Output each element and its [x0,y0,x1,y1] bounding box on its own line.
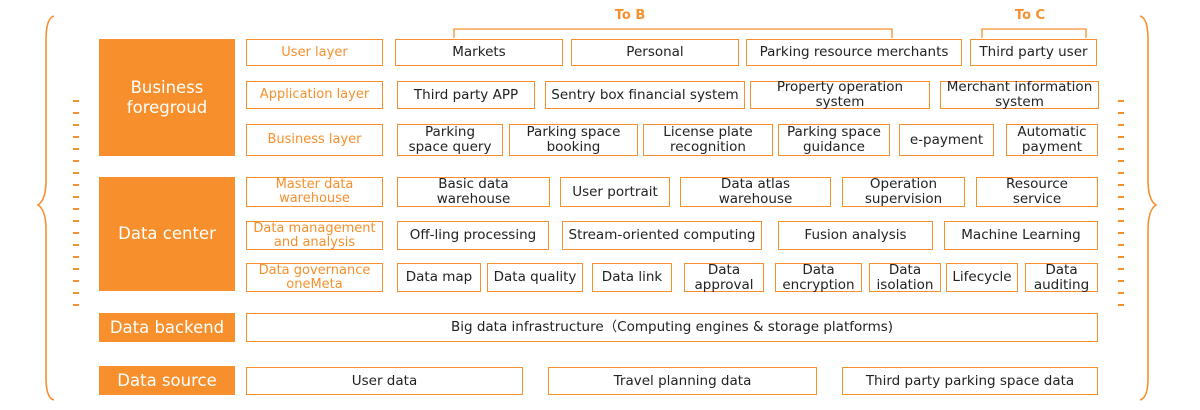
dash-marker [73,124,79,126]
item-lifecycle: Lifecycle [946,263,1018,292]
item-parking-space-guidance: Parking space guidance [778,124,890,156]
right-brace [1139,15,1158,401]
dash-marker [73,196,79,198]
dash-marker [73,136,79,138]
item-data-atlas-warehouse: Data atlas warehouse [680,177,831,207]
to-c-label: To C [1014,8,1046,23]
dash-marker [73,280,79,282]
item-operation-supervision: Operation supervision [842,177,965,207]
item-automatic-payment: Automatic payment [1006,124,1098,156]
dash-marker [1118,220,1124,222]
to-b-connector [453,28,893,38]
data-management-label: Data management and analysis [246,221,383,250]
item-third-party-user: Third party user [970,39,1097,66]
dash-marker [73,208,79,210]
item-basic-data-warehouse: Basic data warehouse [397,177,550,207]
data-source-block: Data source [99,366,235,395]
dash-marker [1118,136,1124,138]
item-data-isolation: Data isolation [869,262,941,292]
dash-marker [1118,208,1124,210]
item-off-ling-processing: Off-ling processing [397,221,549,250]
dash-marker [1118,184,1124,186]
left-brace [36,15,55,401]
dash-marker [1118,232,1124,234]
dash-marker [73,100,79,102]
dash-marker [73,268,79,270]
item-travel-planning-data: Travel planning data [548,367,817,395]
dash-marker [1118,244,1124,246]
dash-marker [1118,304,1124,306]
item-third-party-app: Third party APP [397,81,535,109]
dash-marker [1118,124,1124,126]
dash-marker [73,112,79,114]
item-data-quality: Data quality [487,263,583,292]
data-center-block: Data center [99,177,235,291]
dash-marker [1118,196,1124,198]
item-data-map: Data map [397,263,481,292]
item-user-data: User data [246,367,523,395]
dash-marker [1118,292,1124,294]
master-data-warehouse-label: Master data warehouse [246,177,383,207]
dash-marker [1118,100,1124,102]
item-third-party-parking-space-data: Third party parking space data [842,367,1098,395]
dash-marker [1118,112,1124,114]
dash-marker [1118,256,1124,258]
dash-marker [73,256,79,258]
dash-marker [1118,172,1124,174]
dash-marker [73,292,79,294]
item-data-auditing: Data auditing [1025,262,1098,292]
item-big-data-infrastructure: Big data infrastructure（Computing engine… [246,313,1098,342]
user-layer-label: User layer [246,39,383,66]
item-parking-resource-merchants: Parking resource merchants [746,39,962,66]
application-layer-label: Application layer [246,81,383,109]
item-user-portrait: User portrait [560,177,670,207]
data-backend-block: Data backend [99,313,235,342]
item-parking-space-query: Parking space query [397,124,503,156]
to-b-label: To B [614,8,646,23]
dash-marker [73,172,79,174]
item-merchant-information-system: Merchant information system [940,80,1099,110]
item-e-payment: e-payment [899,124,994,156]
item-data-approval: Data approval [684,262,764,292]
dash-marker [73,220,79,222]
item-stream-oriented-computing: Stream-oriented computing [562,221,762,250]
data-governance-label: Data governance oneMeta [246,263,383,292]
dash-marker [73,244,79,246]
business-layer-label: Business layer [246,124,383,156]
item-machine-learning: Machine Learning [944,221,1098,250]
dash-marker [73,184,79,186]
business-foreground-block: Business foregroud [99,39,235,156]
item-resource-service: Resource service [976,177,1098,207]
dash-marker [73,232,79,234]
item-sentry-box-financial-system: Sentry box financial system [545,81,745,109]
dash-marker [1118,148,1124,150]
item-fusion-analysis: Fusion analysis [778,221,933,250]
dash-marker [1118,160,1124,162]
dash-marker [73,160,79,162]
item-parking-space-booking: Parking space booking [509,124,638,156]
item-data-link: Data link [592,263,672,292]
item-license-plate-recognition: License plate recognition [643,124,773,156]
dash-marker [1118,280,1124,282]
dash-marker [1118,268,1124,270]
item-markets: Markets [395,39,563,66]
dash-marker [73,148,79,150]
item-data-encryption: Data encryption [775,262,862,292]
item-personal: Personal [571,39,739,66]
item-property-operation-system: Property operation system [750,80,930,110]
dash-marker [73,304,79,306]
to-c-connector [981,28,1087,38]
